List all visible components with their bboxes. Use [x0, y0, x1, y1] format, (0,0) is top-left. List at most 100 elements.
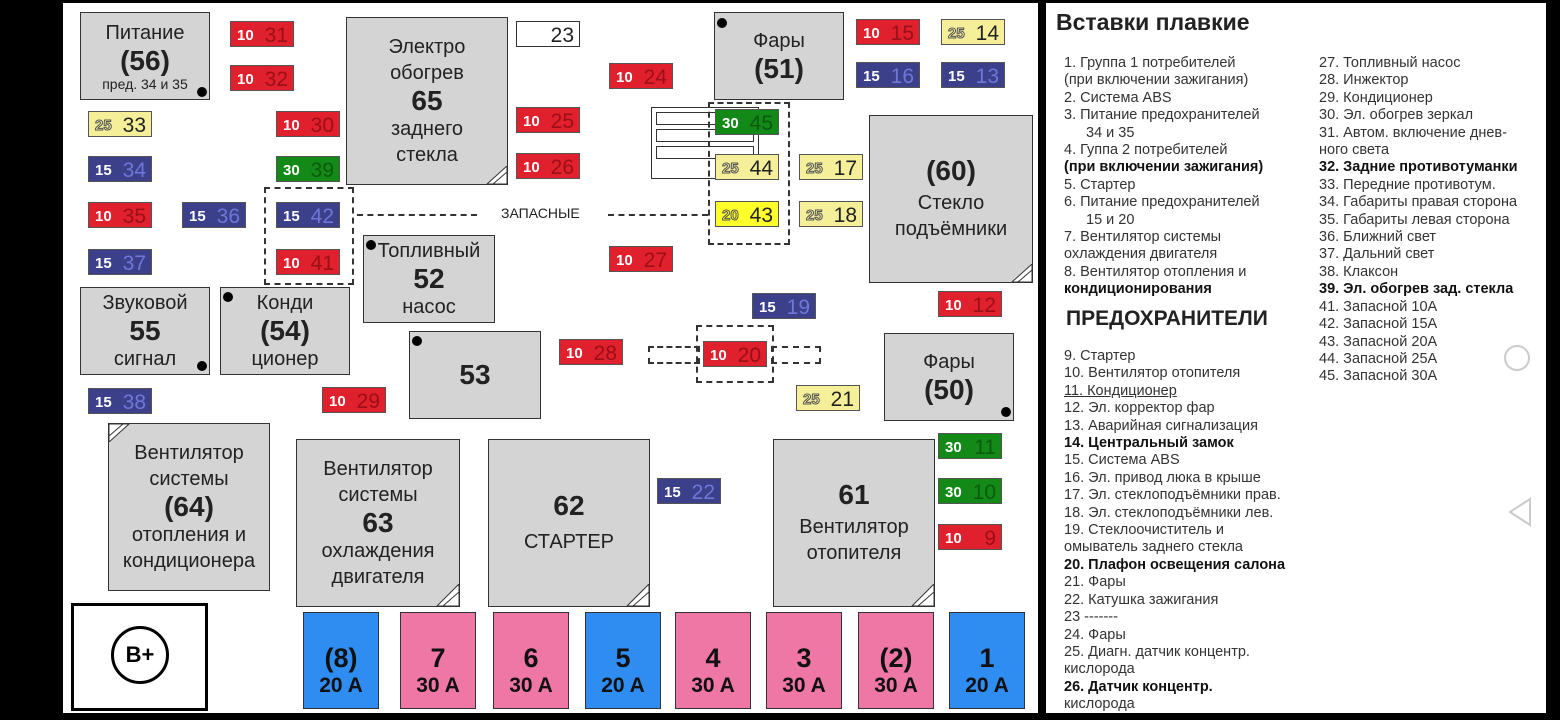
corner-triangle-icon — [436, 584, 459, 606]
fuse-number: 30 — [310, 114, 334, 137]
legend-item: 6. Питание предохранителей — [1064, 194, 1260, 211]
legend-item: ного света — [1319, 142, 1390, 159]
legend-item: 16. Эл. привод люка в крыше — [1064, 469, 1261, 486]
corner-triangle-icon — [109, 424, 130, 442]
maxi-amperage: 20 A — [965, 674, 1009, 697]
home-button-icon[interactable] — [1504, 345, 1530, 371]
legend-item: 34 и 35 — [1086, 124, 1135, 141]
fuse-amp: 15 — [863, 68, 880, 85]
relay-line: Электро — [388, 36, 466, 58]
legend-item: 35. Габариты левая сторона — [1319, 211, 1510, 228]
fuse-number: 35 — [122, 205, 146, 228]
relay-line: отопления и — [131, 524, 247, 546]
relay-63-cooling-fan: Вентилятор системы 63 охлаждения двигате… — [296, 439, 460, 607]
legend-item: кислорода — [1064, 696, 1135, 713]
legend-item: 14. Центральный замок — [1064, 435, 1234, 452]
fuse-amp: 10 — [616, 69, 633, 86]
relay-number: 65 — [411, 85, 443, 116]
fuse-amp: 10 — [237, 27, 254, 44]
battery-plus-label: B+ — [111, 626, 169, 684]
relay-50-headlights: Фары (50) — [884, 333, 1014, 421]
legend-item: 24. Фары — [1064, 626, 1126, 643]
maxi-amperage: 20 A — [601, 674, 645, 697]
fuse-amp: 15 — [189, 208, 206, 225]
phone-nav-bar — [1549, 0, 1560, 720]
maxi-number: (8) — [324, 643, 358, 673]
maxi-amperage: 30 A — [509, 674, 553, 697]
legend-item: (при включении зажигания) — [1064, 72, 1249, 89]
relay-line: Стекло — [917, 192, 985, 214]
legend-item: 41. Запасной 10А — [1319, 298, 1438, 315]
relay-number: 53 — [459, 359, 491, 390]
legend-item: 12. Эл. корректор фар — [1064, 400, 1215, 417]
legend-item: кислорода — [1064, 661, 1135, 678]
fuse-number: 39 — [310, 159, 334, 182]
fuse-number: 36 — [216, 205, 240, 228]
fuse-amp: 10 — [283, 255, 300, 272]
corner-triangle-icon — [486, 166, 507, 184]
fuse-20-outline-right — [771, 346, 821, 364]
legend-item: 44. Запасной 25А — [1319, 350, 1438, 367]
relay-subtitle: ционер — [251, 348, 319, 370]
relay-title: Питание — [105, 22, 185, 44]
fuse-amp: 25 — [948, 25, 966, 43]
fuse-number: 34 — [122, 159, 146, 182]
legend-item: 20. Плафон освещения салона — [1064, 556, 1286, 573]
legend-item: 42. Запасной 15А — [1319, 316, 1438, 333]
fuse-amp: 15 — [95, 394, 112, 411]
fuse-number: 11 — [974, 436, 996, 459]
corner-triangle-icon — [911, 584, 934, 606]
fuse-amp: 10 — [523, 159, 540, 176]
fuse-amp: 15 — [95, 255, 112, 272]
legend-item: 15. Система ABS — [1064, 452, 1180, 469]
legend-item: 9. Стартер — [1064, 348, 1136, 364]
fuse-amp: 15 — [283, 208, 300, 225]
fuse-number: 22 — [691, 481, 715, 504]
fuse-number: 18 — [833, 204, 857, 227]
fuse-amp: 15 — [664, 484, 681, 501]
fuse-amp: 15 — [759, 299, 776, 316]
fuse-number: 29 — [356, 390, 380, 413]
maxi-number: 4 — [705, 643, 721, 673]
legend-item: 22. Катушка зажигания — [1064, 591, 1219, 608]
relay-number: (54) — [260, 315, 310, 346]
relay-55-horn: Звуковой 55 сигнал — [80, 287, 210, 375]
spare-leader-left — [357, 214, 477, 216]
fuse-number: 28 — [593, 342, 617, 365]
relay-number: (56) — [120, 45, 170, 76]
fuse-number: 37 — [122, 252, 146, 275]
spare-label: ЗАПАСНЫЕ — [501, 205, 580, 221]
legend-item: 29. Кондиционер — [1319, 89, 1433, 106]
fuse-number: 12 — [972, 294, 996, 317]
fuse-amp: 20 — [722, 207, 740, 225]
back-button-icon[interactable] — [1506, 497, 1534, 527]
maxi-number: 6 — [523, 643, 539, 673]
orientation-dot — [1001, 407, 1011, 417]
corner-triangle-icon — [1011, 264, 1032, 282]
fuse-number: 27 — [643, 249, 667, 272]
legend-panel: Вставки плавкие 1. Группа 1 потребителей… — [1043, 0, 1549, 716]
relay-52-fuel-pump: Топливный 52 насос — [363, 235, 495, 323]
relay-number: (60) — [926, 155, 976, 186]
fuse-number: 42 — [310, 205, 334, 228]
fuse-number: 15 — [890, 22, 914, 45]
fuse-number: 14 — [975, 22, 999, 45]
